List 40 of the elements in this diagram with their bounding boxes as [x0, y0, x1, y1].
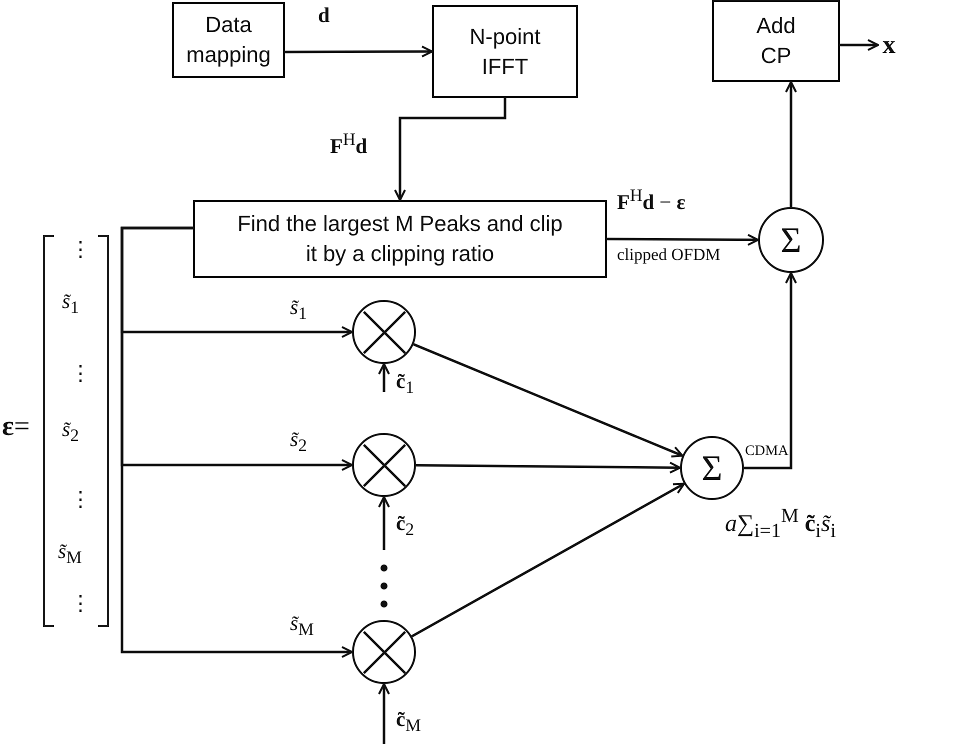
edge-label: c̃$_{M}$: [396, 708, 421, 736]
arrow: [411, 482, 686, 638]
edge-label: d: [318, 4, 330, 28]
process-box: N-point IFFT: [432, 5, 578, 98]
arrow: [120, 226, 353, 658]
edge-label: F$^{H}$d: [330, 130, 368, 158]
vector-symbol: ε=: [2, 412, 30, 443]
arrow: [607, 234, 759, 246]
process-box: Data mapping: [172, 2, 285, 78]
edge-label: CDMA: [745, 444, 789, 460]
vector-entry: ⋮: [70, 592, 91, 616]
edge-label: s̃$_{1}$: [290, 296, 307, 324]
vector-entry: s̃$_{1}$: [62, 290, 79, 318]
arrow: [378, 683, 390, 744]
process-box: Find the largest M Peaks and clip it by a clipping ratio: [193, 200, 607, 278]
arrow: [744, 272, 797, 470]
arrow: [378, 496, 390, 550]
vector-entry: s̃$_{M}$: [58, 540, 82, 568]
vector-entry: ⋮: [70, 238, 91, 262]
arrow: [413, 343, 684, 458]
vector-entry: s̃$_{2}$: [62, 418, 79, 446]
edge-label: s̃$_{2}$: [290, 428, 307, 456]
signal-label: clipped OFDM: [617, 246, 720, 265]
arrow: [785, 81, 797, 207]
edge-label: c̃$_{1}$: [396, 370, 414, 398]
output-symbol: x: [878, 28, 900, 62]
arrow: [285, 46, 433, 58]
process-box: Add CP: [712, 0, 840, 82]
arrow: [416, 462, 681, 474]
edge-label: s̃$_{M}$: [290, 612, 314, 640]
vector-entry: ⋮: [70, 488, 91, 512]
arrow: [840, 39, 879, 51]
vector-entry: ⋮: [70, 362, 91, 386]
edge-label: F$^{H}$d − ε: [617, 186, 686, 214]
sum-circle: Σ: [758, 207, 824, 273]
sum-circle: Σ: [680, 436, 744, 500]
formula-text: a∑$_{i=1}$$^{M}$ c̃$_{i}$s̃$_{i}$: [725, 505, 836, 542]
arrow: [378, 363, 390, 392]
arrow: [394, 98, 506, 201]
edge-label: c̃$_{2}$: [396, 512, 414, 540]
